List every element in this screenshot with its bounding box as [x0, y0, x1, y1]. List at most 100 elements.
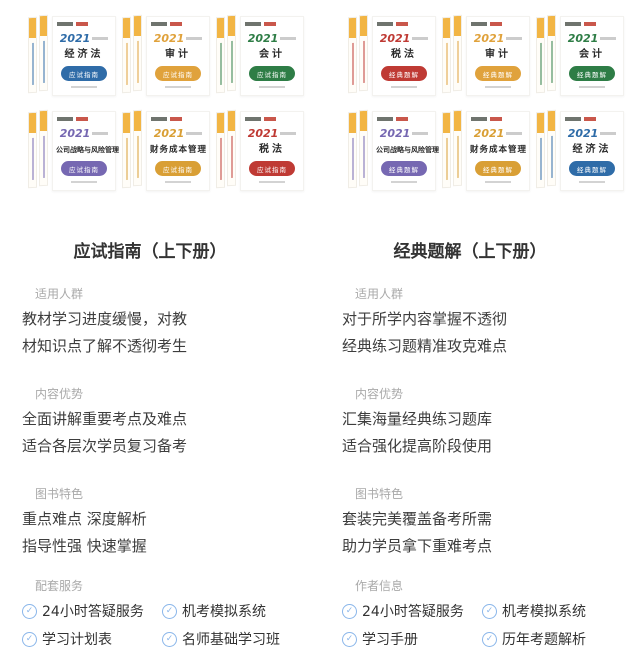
- book-cover: 2021 会计 经典题解: [536, 14, 624, 98]
- series-badge: 经典题解: [569, 161, 615, 176]
- check-circle-icon: [22, 631, 37, 647]
- check-circle-icon: [482, 631, 497, 647]
- book-cover-face: 2021 审计 应试指南: [146, 16, 210, 96]
- book-spine: [28, 111, 37, 189]
- book-spine: [536, 16, 545, 94]
- book-cover: 2021 审计 经典题解: [442, 14, 530, 98]
- series-badge: 应试指南: [249, 161, 295, 176]
- series-badge: 应试指南: [249, 66, 295, 81]
- cover-subtext-line: [165, 181, 191, 183]
- service-item: 名师基础学习班: [162, 628, 320, 650]
- series-badge: 经典题解: [381, 66, 427, 81]
- cover-year-label: 2021: [56, 128, 112, 139]
- cover-subject-title: 会计: [579, 49, 605, 60]
- book-cover-grid: 2021 税法 经典题解 2021 审计 经典题解: [340, 0, 639, 196]
- product-title: 经典题解（上下册）: [393, 242, 547, 262]
- book-cover: 2021 会计 应试指南: [216, 14, 304, 98]
- section-author-info: 作者信息 24小时答疑服务 机考模拟系统 学习手册 历年考题解析: [340, 578, 639, 650]
- check-circle-icon: [162, 603, 177, 619]
- series-badge: 应试指南: [155, 161, 201, 176]
- check-circle-icon: [162, 631, 177, 647]
- cover-subtext-line: [485, 86, 511, 88]
- section-audience: 适用人群 对于所学内容掌握不透彻 经典练习题精准攻克难点: [340, 286, 639, 360]
- section-bundled-services: 配套服务 24小时答疑服务 机考模拟系统 学习计划表 名师基础学习班: [20, 578, 320, 650]
- cover-subject-title: 审计: [165, 49, 191, 60]
- book-cover-face: 2021 财务成本管理 应试指南: [146, 111, 210, 191]
- book-cover-grid: 2021 经济法 应试指南 2021 审计 应试指南: [20, 0, 320, 196]
- book-spine: [122, 111, 131, 189]
- service-item-label: 机考模拟系统: [182, 604, 266, 620]
- section-text-line: 套装完美覆盖备考所需: [342, 510, 493, 528]
- cover-subtext-line: [71, 181, 97, 183]
- series-badge: 经典题解: [475, 161, 521, 176]
- service-item: 24小时答疑服务: [342, 600, 482, 622]
- publisher-logo: [151, 117, 206, 121]
- book-spine: [453, 14, 462, 92]
- cover-year-label: 2021: [244, 33, 300, 44]
- cover-subject-title: 公司战略与风险管理: [56, 145, 119, 154]
- cover-year-label: 2021: [150, 128, 206, 139]
- publisher-logo: [245, 117, 300, 121]
- book-cover-face: 2021 财务成本管理 经典题解: [466, 111, 530, 191]
- service-item-label: 24小时答疑服务: [42, 604, 144, 620]
- book-spine: [216, 16, 225, 94]
- section-label: 作者信息: [355, 579, 404, 593]
- book-cover-face: 2021 税法 经典题解: [372, 16, 436, 96]
- book-spine: [359, 14, 368, 92]
- book-spine: [359, 109, 368, 187]
- series-badge: 应试指南: [155, 66, 201, 81]
- section-book-features: 图书特色 套装完美覆盖备考所需 助力学员拿下重难考点: [340, 486, 639, 560]
- section-book-features: 图书特色 重点难点 深度解析 指导性强 快速掌握: [20, 486, 320, 560]
- book-cover: 2021 经济法 应试指南: [28, 14, 116, 98]
- series-badge: 经典题解: [569, 66, 615, 81]
- cover-subject-title: 公司战略与风险管理: [376, 145, 439, 154]
- section-text-line: 材知识点了解不透彻考生: [22, 337, 188, 355]
- book-spine: [122, 16, 131, 94]
- publisher-logo: [471, 117, 526, 121]
- cover-year-label: 2021: [564, 33, 620, 44]
- cover-subject-title: 税法: [259, 144, 285, 155]
- service-item-label: 学习计划表: [42, 632, 112, 648]
- cover-year-label: 2021: [470, 128, 526, 139]
- cover-subtext-line: [259, 181, 285, 183]
- section-content-advantages: 内容优势 全面讲解重要考点及难点 适合各层次学员复习备考: [20, 386, 320, 460]
- product-title: 应试指南（上下册）: [73, 242, 227, 262]
- cover-subject-title: 经济法: [64, 49, 104, 60]
- cover-subtext-line: [579, 86, 605, 88]
- book-cover-face: 2021 会计 应试指南: [240, 16, 304, 96]
- book-cover: 2021 财务成本管理 应试指南: [122, 109, 210, 193]
- service-item-label: 学习手册: [362, 632, 418, 648]
- book-spine: [28, 16, 37, 94]
- section-label: 图书特色: [35, 487, 84, 501]
- service-item-label: 机考模拟系统: [502, 604, 586, 620]
- product-column-exam-guide: 2021 经济法 应试指南 2021 审计 应试指南: [20, 0, 320, 650]
- book-spine: [442, 16, 451, 94]
- section-label: 适用人群: [355, 287, 404, 301]
- cover-subtext-line: [579, 181, 605, 183]
- book-cover: 2021 财务成本管理 经典题解: [442, 109, 530, 193]
- series-badge: 应试指南: [61, 161, 107, 176]
- section-text-line: 重点难点 深度解析: [22, 510, 147, 528]
- cover-subject-title: 财务成本管理: [470, 145, 528, 155]
- book-spine: [536, 111, 545, 189]
- cover-subject-title: 会计: [259, 49, 285, 60]
- cover-subtext-line: [391, 86, 417, 88]
- cover-year-label: 2021: [564, 128, 620, 139]
- section-content-advantages: 内容优势 汇集海量经典练习题库 适合强化提高阶段使用: [340, 386, 639, 460]
- publisher-logo: [57, 22, 112, 26]
- book-spine: [227, 109, 236, 187]
- book-spine: [133, 14, 142, 92]
- cover-year-label: 2021: [150, 33, 206, 44]
- cover-year-label: 2021: [376, 128, 432, 139]
- book-cover-face: 2021 经济法 应试指南: [52, 16, 116, 96]
- cover-subtext-line: [165, 86, 191, 88]
- cover-subtext-line: [391, 181, 417, 183]
- section-label: 图书特色: [355, 487, 404, 501]
- cover-subtext-line: [71, 86, 97, 88]
- book-cover: 2021 公司战略与风险管理 经典题解: [348, 109, 439, 193]
- service-item: 历年考题解析: [482, 628, 639, 650]
- check-circle-icon: [342, 631, 357, 647]
- book-spine: [453, 109, 462, 187]
- cover-subject-title: 审计: [485, 49, 511, 60]
- book-spine: [348, 16, 357, 94]
